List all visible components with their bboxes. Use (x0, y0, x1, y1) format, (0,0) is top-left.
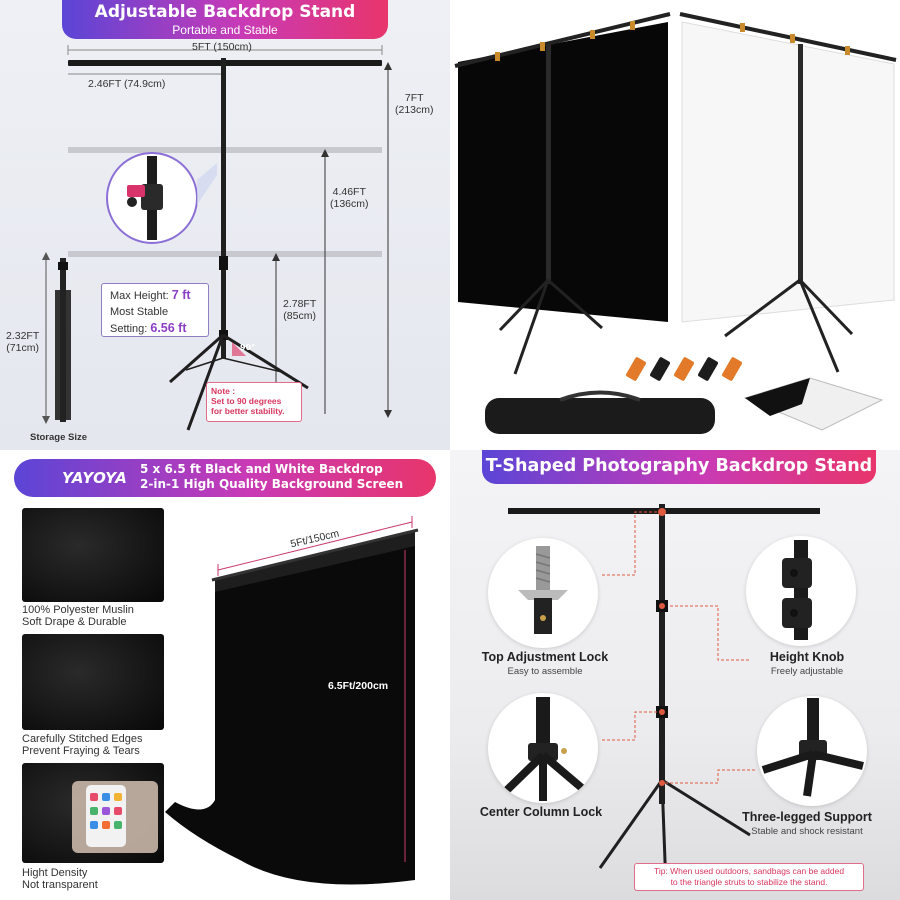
feature-height-knob-title: Height Knob (769, 650, 845, 664)
panel-title: Adjustable Backdrop Stand (94, 2, 356, 22)
angle-label: 90° (240, 343, 256, 352)
headline-banner: YAYOYA 5 x 6.5 ft Black and White Backdr… (14, 459, 436, 497)
feature-center-column-title: Center Column Lock (479, 805, 603, 819)
panel-stand-features: T-Shaped Photography Backdrop Stand (450, 450, 900, 900)
max-height-value: 7 ft (171, 288, 191, 302)
fabric-swatch-muslin (22, 508, 164, 602)
mid-height-label: 4.46FT (136cm) (330, 186, 369, 210)
low-height-label: 2.78FT (85cm) (283, 298, 317, 322)
knob-icon (782, 540, 812, 640)
panel-title: T-Shaped Photography Backdrop Stand (482, 450, 876, 484)
fabric-swatch-density (22, 763, 164, 863)
feature-density: Hight Density Not transparent (22, 867, 98, 891)
storage-height-label: 2.32FT (71cm) (6, 330, 40, 354)
stand-dimension-diagram (42, 45, 392, 431)
headline-line2: 2-in-1 High Quality Background Screen (140, 477, 404, 491)
center-column-closeup (488, 693, 598, 803)
tripod-support-closeup (757, 696, 867, 806)
outdoor-tip: Tip: When used outdoors, sandbags can be… (634, 863, 864, 891)
stability-note: Note : Set to 90 degrees for better stab… (206, 382, 302, 422)
column-lock-icon (503, 697, 586, 801)
headline-line1: 5 x 6.5 ft Black and White Backdrop (140, 462, 383, 476)
brand-logo: YAYOYA (62, 469, 128, 487)
feature-tripod-subtitle: Stable and shock resistant (751, 826, 863, 837)
height-info-box: Max Height: 7 ft Most Stable Setting: 6.… (101, 283, 209, 337)
fabric-swatch-edges (22, 634, 164, 730)
panel-backdrop-fabric: YAYOYA 5 x 6.5 ft Black and White Backdr… (0, 450, 450, 900)
crossbar-label: 2.46FT (74.9cm) (88, 78, 166, 90)
feature-top-lock-title: Top Adjustment Lock (481, 650, 609, 664)
max-height-label: 7FT (213cm) (395, 92, 434, 116)
backdrop-height-label: 6.5Ft/200cm (328, 680, 389, 692)
product-photo-illustration (454, 12, 897, 434)
top-lock-closeup (488, 538, 598, 648)
phone-behind-fabric-illustration (72, 781, 158, 853)
tripod-icon (761, 698, 864, 797)
title-banner: Adjustable Backdrop Stand Portable and S… (62, 0, 388, 39)
feature-top-lock-subtitle: Easy to assemble (507, 666, 583, 677)
t-stand-illustration (508, 504, 820, 889)
panel-stand-dimensions: Adjustable Backdrop Stand Portable and S… (0, 0, 450, 450)
backdrop-width-label: 5Ft/150cm (289, 527, 341, 551)
width-label: 5FT (150cm) (192, 41, 252, 53)
storage-size-label: Storage Size (30, 432, 88, 443)
feature-height-knob-subtitle: Freely adjustable (770, 666, 844, 677)
feature-muslin: 100% Polyester Muslin Soft Drape & Durab… (22, 604, 134, 628)
screw-lock-icon (518, 546, 568, 634)
height-knob-closeup (746, 536, 856, 646)
feature-edges: Carefully Stitched Edges Prevent Fraying… (22, 733, 143, 757)
stable-height-value: 6.56 ft (150, 321, 187, 335)
feature-tripod-title: Three-legged Support (742, 810, 872, 824)
panel-subtitle: Portable and Stable (172, 23, 278, 37)
panel-product-photo (450, 0, 900, 450)
